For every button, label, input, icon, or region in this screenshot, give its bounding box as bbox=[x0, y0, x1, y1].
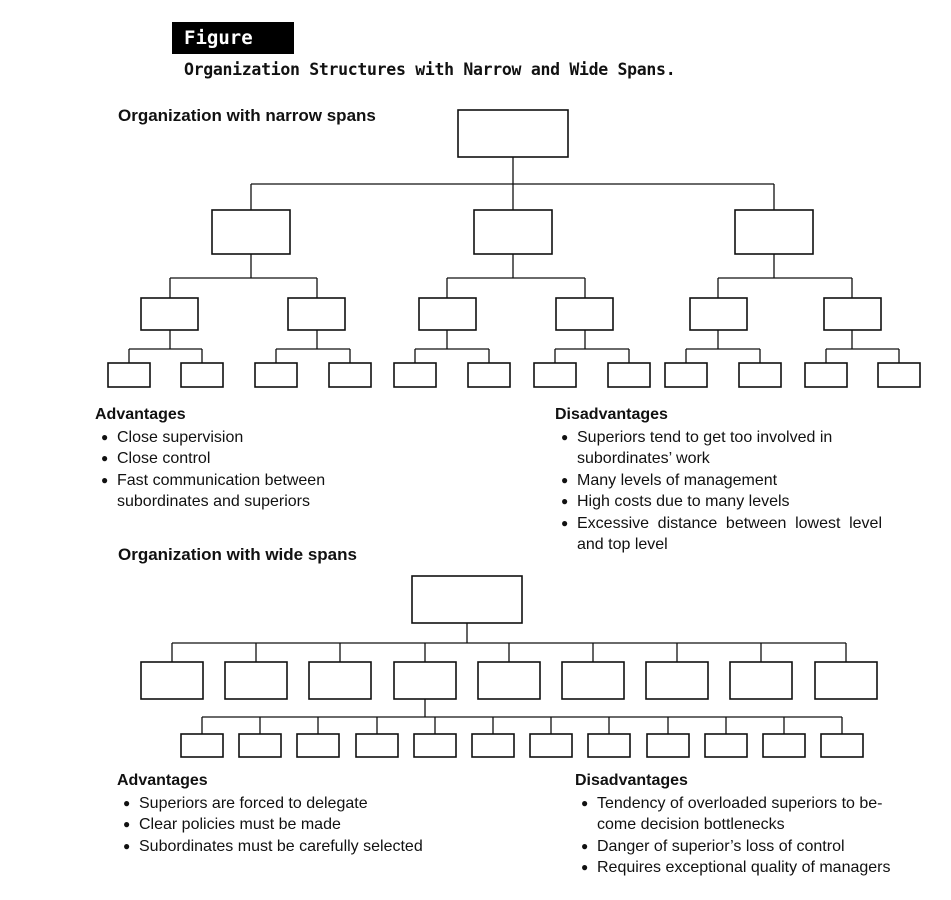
list-item: Superiors are forced to delegate bbox=[117, 793, 497, 815]
wide-l2-box bbox=[393, 661, 457, 700]
wide-spans-title: Organization with wide spans bbox=[118, 545, 357, 564]
narrow-span-chart bbox=[107, 109, 921, 388]
list-item: Many levels of management bbox=[555, 470, 895, 492]
list-item: Subordinates must be carefully selected bbox=[117, 836, 497, 858]
narrow-l4-box bbox=[533, 362, 577, 388]
narrow-l4-box bbox=[107, 362, 151, 388]
wide-l3-box bbox=[529, 733, 573, 758]
narrow-spans-title: Organization with narrow spans bbox=[118, 106, 376, 125]
wide-l3-box bbox=[820, 733, 864, 758]
wide-l3-box bbox=[646, 733, 690, 758]
wide-l3-box bbox=[296, 733, 340, 758]
narrow-advantages-heading: Advantages bbox=[95, 406, 186, 423]
list-item: Fast communication between subordinates … bbox=[95, 470, 357, 513]
narrow-l4-box bbox=[328, 362, 372, 388]
list-item: Tendency of overloaded superiors to be-c… bbox=[575, 793, 917, 836]
wide-l3-box bbox=[704, 733, 748, 758]
wide-l2-box bbox=[308, 661, 372, 700]
narrow-l4-box bbox=[664, 362, 708, 388]
narrow-l3-box bbox=[555, 297, 614, 331]
list-item: Excessive distance between lowest level … bbox=[555, 513, 882, 556]
list-item: Superiors tend to get too involved in su… bbox=[555, 427, 867, 470]
wide-l3-box bbox=[471, 733, 515, 758]
narrow-l2-box bbox=[473, 209, 553, 255]
wide-l3-box bbox=[355, 733, 399, 758]
narrow-disadvantages: Disadvantages Superiors tend to get too … bbox=[555, 404, 895, 556]
narrow-top-box bbox=[457, 109, 569, 158]
narrow-l3-box bbox=[287, 297, 346, 331]
wide-disadvantages-heading: Disadvantages bbox=[575, 772, 688, 789]
figure-label: Figure 7.1 bbox=[172, 22, 294, 81]
narrow-l4-box bbox=[254, 362, 298, 388]
narrow-l2-box bbox=[211, 209, 291, 255]
wide-l2-box bbox=[645, 661, 709, 700]
narrow-l4-box bbox=[877, 362, 921, 388]
wide-l2-box bbox=[729, 661, 793, 700]
wide-l3-box bbox=[238, 733, 282, 758]
narrow-l4-box bbox=[738, 362, 782, 388]
list-item: Clear policies must be made bbox=[117, 814, 497, 836]
wide-l3-box bbox=[180, 733, 224, 758]
wide-l2-box bbox=[224, 661, 288, 700]
narrow-l3-box bbox=[140, 297, 199, 331]
wide-l2-box bbox=[477, 661, 541, 700]
wide-l3-box bbox=[587, 733, 631, 758]
narrow-l4-box bbox=[607, 362, 651, 388]
narrow-l4-box bbox=[467, 362, 511, 388]
narrow-l3-box bbox=[823, 297, 882, 331]
list-item: Close supervision bbox=[95, 427, 395, 449]
wide-top-box bbox=[411, 575, 523, 624]
narrow-advantages: Advantages Close supervision Close contr… bbox=[95, 404, 395, 513]
narrow-disadvantages-heading: Disadvantages bbox=[555, 406, 668, 423]
narrow-l4-box bbox=[393, 362, 437, 388]
wide-advantages: Advantages Superiors are forced to deleg… bbox=[117, 770, 497, 857]
list-item: High costs due to many levels bbox=[555, 491, 895, 513]
wide-l2-box bbox=[814, 661, 878, 700]
wide-l2-box bbox=[561, 661, 625, 700]
figure-caption: Organization Structures with Narrow and … bbox=[184, 60, 676, 79]
wide-l3-box bbox=[413, 733, 457, 758]
wide-l2-box bbox=[140, 661, 204, 700]
narrow-l3-box bbox=[689, 297, 748, 331]
wide-l3-box bbox=[762, 733, 806, 758]
narrow-l2-box bbox=[734, 209, 814, 255]
narrow-l4-box bbox=[180, 362, 224, 388]
wide-span-chart bbox=[140, 575, 878, 758]
list-item: Danger of superior’s loss of control bbox=[575, 836, 935, 858]
wide-advantages-heading: Advantages bbox=[117, 772, 208, 789]
wide-disadvantages: Disadvantages Tendency of overloaded sup… bbox=[575, 770, 935, 879]
list-item: Close control bbox=[95, 448, 395, 470]
narrow-l4-box bbox=[804, 362, 848, 388]
narrow-l3-box bbox=[418, 297, 477, 331]
list-item: Requires exceptional quality of managers bbox=[575, 857, 935, 879]
